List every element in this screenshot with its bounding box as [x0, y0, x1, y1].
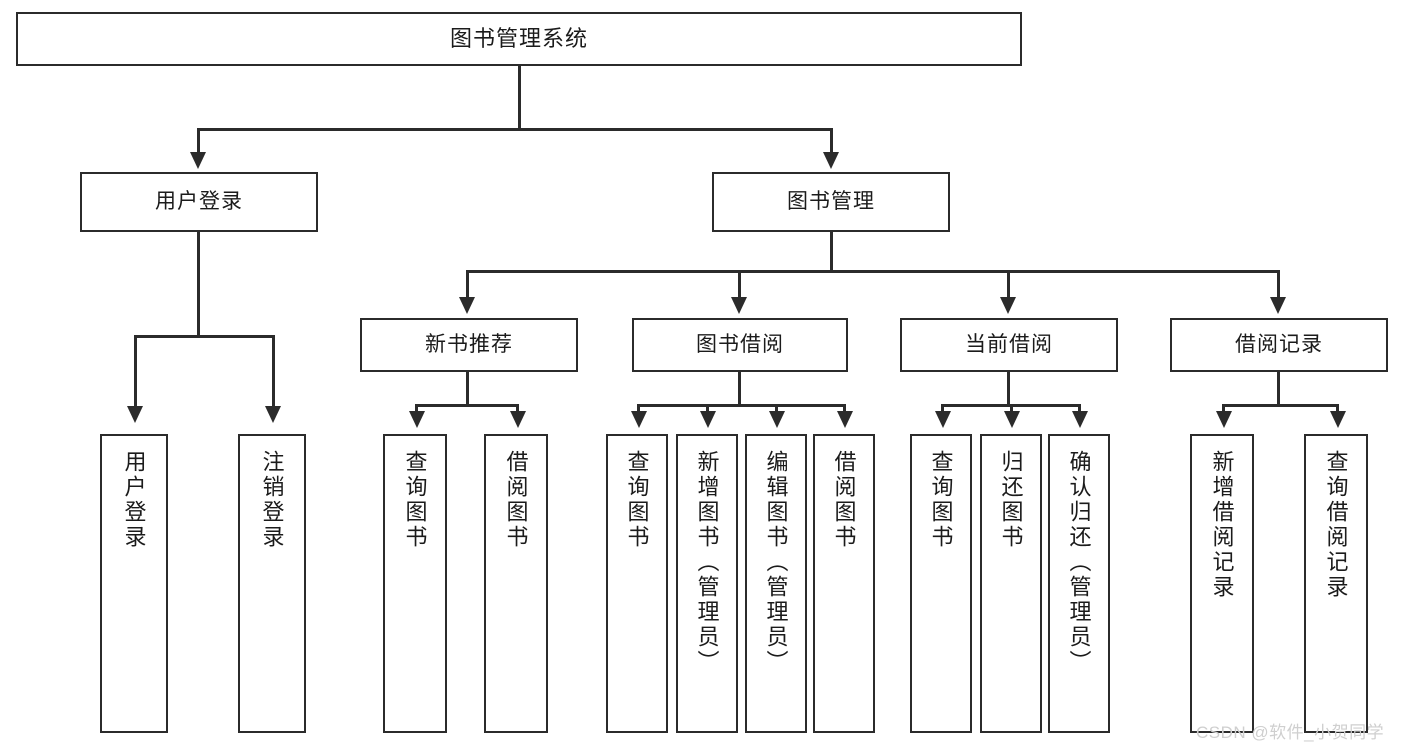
- edge-borrow-b4: [843, 404, 846, 414]
- leaf-current-confirm-return-admin[interactable]: 确认归还（管理员）: [1048, 434, 1110, 733]
- leaf-user-login[interactable]: 用户登录: [100, 434, 168, 733]
- leaf-borrow-query-book[interactable]: 查询图书: [606, 434, 668, 733]
- arrow-records-b1: [1216, 411, 1232, 428]
- node-label: 查询图书: [402, 450, 428, 550]
- edge-borrow-b2: [706, 404, 709, 414]
- node-label: 借阅图书: [831, 450, 857, 550]
- arrow-user-login-b2: [265, 406, 281, 423]
- node-label: 查询图书: [928, 450, 954, 550]
- arrow-borrow-b3: [769, 411, 785, 428]
- node-label: 借阅图书: [503, 450, 529, 550]
- node-label: 用户登录: [155, 189, 243, 213]
- edge-root-stem: [518, 66, 521, 130]
- edge-records-b2: [1336, 404, 1339, 414]
- arrow-root-to-book-mgmt: [823, 152, 839, 169]
- node-user-login[interactable]: 用户登录: [80, 172, 318, 232]
- edge-book-mgmt-b2: [738, 270, 741, 300]
- node-label: 用户登录: [121, 450, 147, 550]
- edge-current-b2: [1010, 404, 1013, 414]
- node-label: 归还图书: [998, 450, 1024, 550]
- node-label: 图书管理系统: [449, 26, 588, 52]
- leaf-records-add[interactable]: 新增借阅记录: [1190, 434, 1254, 733]
- leaf-borrow-borrow-book[interactable]: 借阅图书: [813, 434, 875, 733]
- arrow-current-b1: [935, 411, 951, 428]
- edge-book-mgmt-b4: [1277, 270, 1280, 300]
- arrow-borrow-b4: [837, 411, 853, 428]
- node-book-management[interactable]: 图书管理: [712, 172, 950, 232]
- arrow-borrow-b1: [631, 411, 647, 428]
- edge-user-login-bus: [134, 335, 275, 338]
- node-label: 查询图书: [624, 450, 650, 550]
- leaf-borrow-edit-book-admin[interactable]: 编辑图书（管理员）: [745, 434, 807, 733]
- arrow-user-login-b1: [127, 406, 143, 423]
- edge-records-stem: [1277, 372, 1280, 406]
- edge-root-bus: [197, 128, 833, 131]
- arrow-new-book-b2: [510, 411, 526, 428]
- edge-borrow-stem: [738, 372, 741, 406]
- edge-book-mgmt-b1: [466, 270, 469, 300]
- leaf-borrow-add-book-admin[interactable]: 新增图书（管理员）: [676, 434, 738, 733]
- edge-root-to-user-login: [197, 128, 200, 154]
- arrow-borrow-b2: [700, 411, 716, 428]
- edge-root-to-book-mgmt: [830, 128, 833, 154]
- leaf-new-book-borrow[interactable]: 借阅图书: [484, 434, 548, 733]
- leaf-current-return-book[interactable]: 归还图书: [980, 434, 1042, 733]
- edge-user-login-b1: [134, 335, 137, 409]
- node-borrow-records[interactable]: 借阅记录: [1170, 318, 1388, 372]
- edge-current-stem: [1007, 372, 1010, 406]
- node-current-borrow[interactable]: 当前借阅: [900, 318, 1118, 372]
- edge-borrow-b3: [775, 404, 778, 414]
- node-label: 确认归还（管理员）: [1066, 450, 1092, 675]
- node-label: 当前借阅: [965, 332, 1053, 356]
- node-label: 借阅记录: [1235, 332, 1323, 356]
- edge-new-book-bus: [415, 404, 519, 407]
- edge-new-book-b1: [415, 404, 418, 414]
- edge-user-login-b2: [272, 335, 275, 409]
- arrow-new-book-b1: [409, 411, 425, 428]
- edge-current-b1: [941, 404, 944, 414]
- edge-book-mgmt-b3: [1007, 270, 1010, 300]
- arrow-current-b3: [1072, 411, 1088, 428]
- node-label: 编辑图书（管理员）: [763, 450, 789, 675]
- arrow-book-mgmt-b4: [1270, 297, 1286, 314]
- node-label: 新书推荐: [425, 332, 513, 356]
- edge-user-login-stem: [197, 232, 200, 337]
- arrow-records-b2: [1330, 411, 1346, 428]
- leaf-logout[interactable]: 注销登录: [238, 434, 306, 733]
- arrow-book-mgmt-b1: [459, 297, 475, 314]
- node-new-book-recommend[interactable]: 新书推荐: [360, 318, 578, 372]
- arrow-book-mgmt-b3: [1000, 297, 1016, 314]
- edge-borrow-bus: [637, 404, 846, 407]
- edge-new-book-b2: [516, 404, 519, 414]
- node-label: 新增图书（管理员）: [694, 450, 720, 675]
- node-label: 图书借阅: [696, 332, 784, 356]
- edge-book-mgmt-stem: [830, 232, 833, 272]
- edge-borrow-b1: [637, 404, 640, 414]
- arrow-current-b2: [1004, 411, 1020, 428]
- edge-book-mgmt-bus: [466, 270, 1280, 273]
- edge-new-book-stem: [466, 372, 469, 406]
- leaf-records-query[interactable]: 查询借阅记录: [1304, 434, 1368, 733]
- arrow-root-to-user-login: [190, 152, 206, 169]
- leaf-current-query-book[interactable]: 查询图书: [910, 434, 972, 733]
- leaf-new-book-query[interactable]: 查询图书: [383, 434, 447, 733]
- node-label: 新增借阅记录: [1209, 450, 1235, 600]
- node-root-system[interactable]: 图书管理系统: [16, 12, 1022, 66]
- node-label: 注销登录: [259, 450, 285, 550]
- node-label: 查询借阅记录: [1323, 450, 1349, 600]
- node-label: 图书管理: [787, 189, 875, 213]
- node-book-borrow[interactable]: 图书借阅: [632, 318, 848, 372]
- edge-records-b1: [1222, 404, 1225, 414]
- arrow-book-mgmt-b2: [731, 297, 747, 314]
- edge-records-bus: [1222, 404, 1339, 407]
- edge-current-b3: [1078, 404, 1081, 414]
